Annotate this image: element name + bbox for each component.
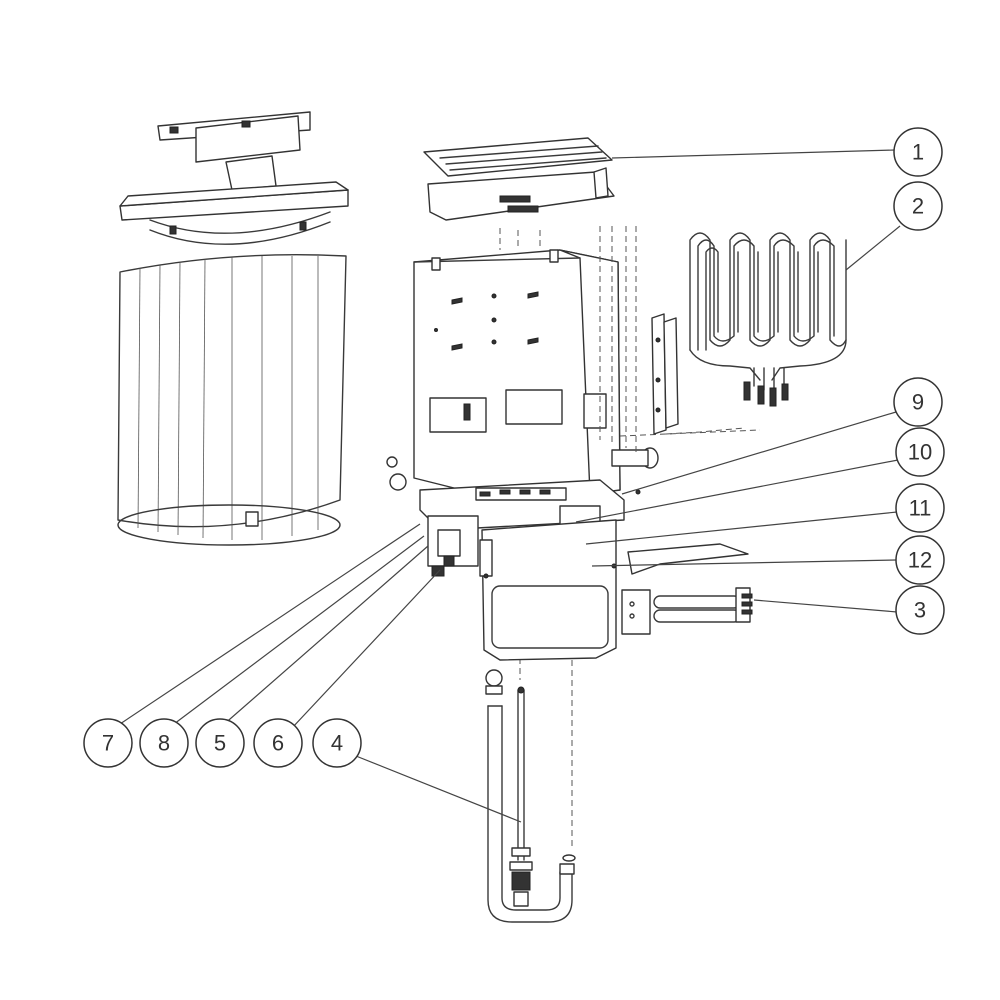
top-control-panel bbox=[119, 111, 349, 245]
callout-12: 12 bbox=[895, 535, 945, 585]
callout-8-label: 8 bbox=[158, 731, 170, 756]
leader-lines bbox=[119, 149, 901, 823]
pipe-and-probe bbox=[485, 669, 576, 923]
callout-7: 7 bbox=[83, 718, 133, 768]
callout-5: 5 bbox=[195, 718, 245, 768]
callout-8: 8 bbox=[139, 718, 189, 768]
callout-6: 6 bbox=[253, 718, 303, 768]
callout-12-label: 12 bbox=[908, 548, 932, 573]
heater-body bbox=[386, 249, 659, 495]
callout-3: 3 bbox=[895, 585, 945, 635]
callout-1-label: 1 bbox=[912, 140, 924, 165]
callout-10: 10 bbox=[895, 427, 945, 477]
callout-10-label: 10 bbox=[908, 440, 932, 465]
callout-2: 2 bbox=[893, 181, 943, 231]
callout-6-label: 6 bbox=[272, 731, 284, 756]
base-box bbox=[479, 519, 617, 661]
callout-7-label: 7 bbox=[102, 731, 114, 756]
callout-5-label: 5 bbox=[214, 731, 226, 756]
callout-9-label: 9 bbox=[912, 390, 924, 415]
callout-1: 1 bbox=[893, 127, 943, 177]
heating-elements bbox=[651, 232, 847, 435]
callout-11: 11 bbox=[895, 483, 945, 533]
assembly-guide-lines bbox=[499, 226, 761, 850]
callout-9: 9 bbox=[893, 377, 943, 427]
callout-4-label: 4 bbox=[331, 731, 343, 756]
outer-casing bbox=[117, 254, 347, 546]
callout-3-label: 3 bbox=[914, 598, 926, 623]
top-grate bbox=[423, 137, 615, 221]
callout-4: 4 bbox=[312, 718, 362, 768]
callout-2-label: 2 bbox=[912, 194, 924, 219]
small-heating-element bbox=[621, 587, 753, 635]
callout-11-label: 11 bbox=[909, 496, 932, 521]
